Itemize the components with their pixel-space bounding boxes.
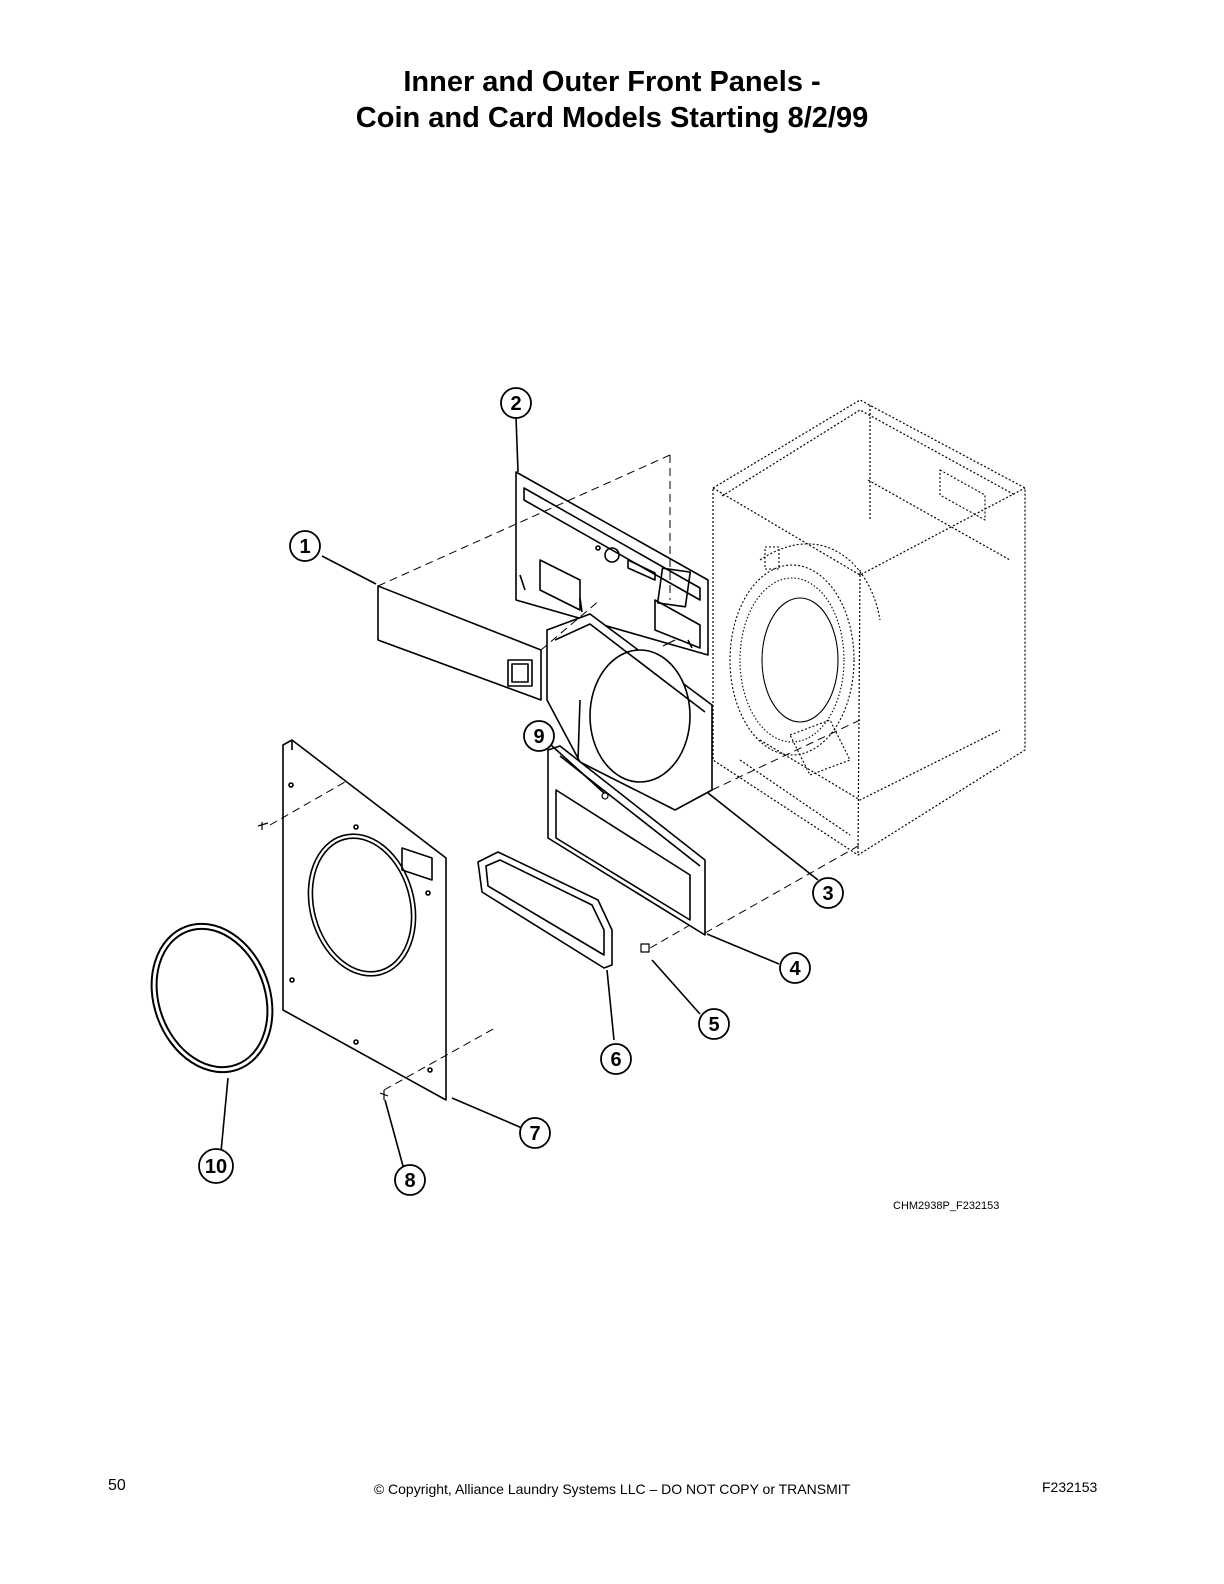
drum-outline (729, 469, 986, 776)
callout-circle-10 (198, 1148, 234, 1184)
page-title-line-2: Coin and Card Models Starting 8/2/99 (355, 102, 869, 134)
callout-label-1: 1 (299, 536, 310, 558)
callout-circle-3 (812, 877, 844, 909)
gasket-frame (477, 851, 613, 969)
callout-label-8: 8 (404, 1170, 415, 1192)
callout-label-2: 2 (510, 393, 521, 415)
callout-label-7: 7 (529, 1123, 540, 1145)
door-ring (150, 922, 274, 1074)
drawing-id: CHM2938P_F232153 (893, 1200, 1000, 1212)
callout-circle-6 (600, 1043, 632, 1075)
callout-circle-1 (289, 530, 321, 562)
alignment-lines (269, 454, 861, 1091)
callout-label-10: 10 (205, 1156, 227, 1178)
callout-circle-8 (394, 1164, 426, 1196)
callout-label-5: 5 (708, 1014, 719, 1036)
callout-circle-5 (698, 1008, 730, 1040)
callout-label-9: 9 (533, 726, 544, 748)
callout-circle-7 (519, 1117, 551, 1149)
leader-lines (220, 416, 819, 1167)
fasteners (257, 639, 676, 1100)
callout-circle-9 (523, 720, 555, 752)
callout-circles (198, 387, 844, 1196)
callout-circle-2 (500, 387, 532, 419)
callout-label-4: 4 (789, 958, 801, 980)
page-title-line-1: Inner and Outer Front Panels - (403, 66, 821, 98)
outer-front-panel (282, 739, 447, 1101)
front-overlay-panel (377, 585, 542, 701)
callout-circle-4 (779, 952, 811, 984)
document-id: F232153 (1042, 1479, 1098, 1495)
page-number: 50 (108, 1477, 126, 1494)
control-panel-bracket (515, 471, 709, 656)
callout-label-6: 6 (610, 1049, 621, 1071)
callout-label-3: 3 (822, 883, 833, 905)
copyright-notice: © Copyright, Alliance Laundry Systems LL… (373, 1481, 851, 1497)
inner-front-panel (546, 613, 713, 811)
dryer-cabinet-outline (712, 399, 1026, 856)
